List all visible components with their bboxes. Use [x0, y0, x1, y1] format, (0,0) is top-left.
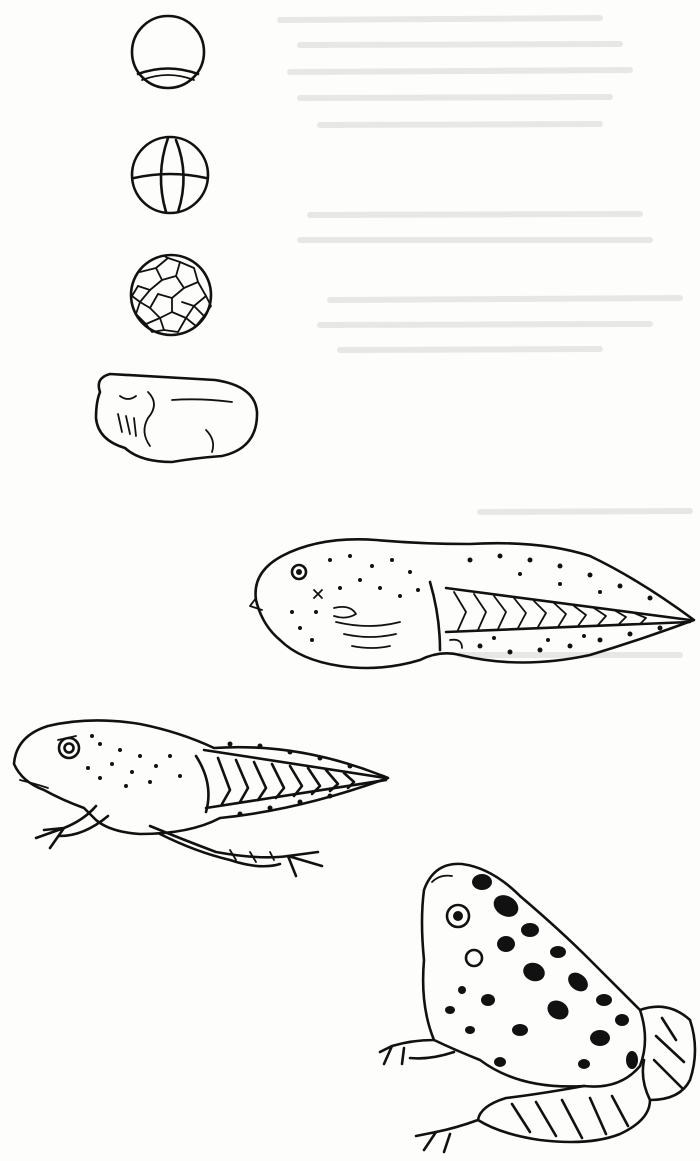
egg-stage: [132, 16, 204, 88]
tadpole-speckles: [290, 554, 663, 655]
cleaved-egg-stage: [132, 137, 208, 213]
bleed-through-texture: [280, 18, 690, 655]
tadpole-tail-stripes: [218, 758, 354, 804]
frog-spots: [445, 874, 638, 1069]
adult-frog-stage: [380, 864, 695, 1152]
tadpole-stage: [250, 539, 694, 668]
embryo-stage: [96, 374, 257, 462]
blastula-stage: [131, 255, 211, 335]
tadpole-with-legs-stage: [14, 720, 388, 876]
